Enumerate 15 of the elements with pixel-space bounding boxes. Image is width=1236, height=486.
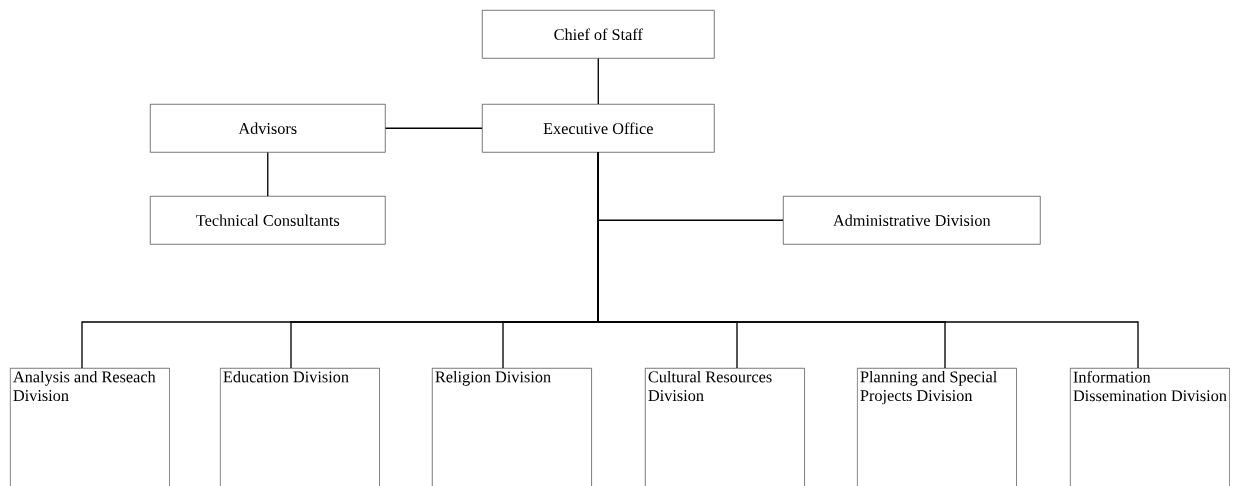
org-box: Executive Office — [482, 104, 715, 153]
division-box: Planning and Special Projects Division — [857, 368, 1017, 486]
org-box: Chief of Staff — [482, 10, 715, 59]
division-box: Information Dissemination Division — [1070, 368, 1230, 486]
connector — [597, 57, 599, 105]
org-box: Administrative Division — [783, 196, 1041, 245]
org-box: Advisors — [150, 104, 386, 153]
division-box: Religion Division — [432, 368, 592, 486]
connector — [597, 151, 1139, 369]
division-box: Cultural Resources Division — [645, 368, 805, 486]
division-box: Education Division — [220, 368, 380, 486]
connector — [267, 151, 269, 197]
division-box: Analysis and Reseach Division — [10, 368, 170, 486]
org-box: Technical Consultants — [150, 196, 386, 245]
connector — [384, 127, 483, 129]
